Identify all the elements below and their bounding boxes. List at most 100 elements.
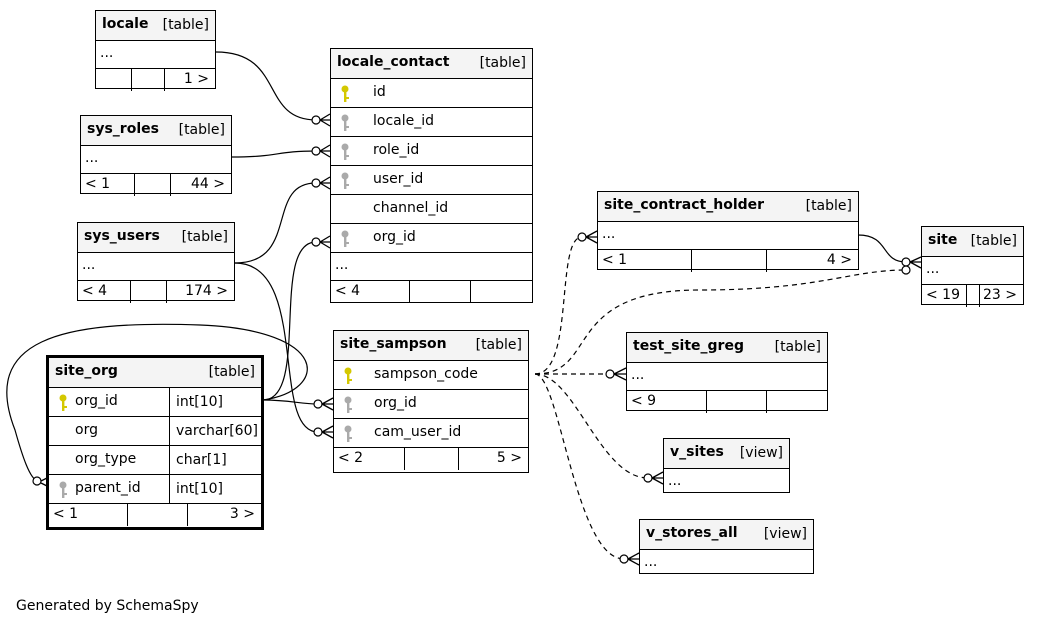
crow-foot	[319, 144, 331, 158]
crow-foot	[319, 235, 331, 249]
crow-foot-marker	[313, 427, 323, 437]
foreign-key-icon	[342, 425, 354, 447]
child-count: 5 >	[496, 450, 522, 466]
crow-foot-marker	[619, 554, 629, 564]
table-name: site	[928, 232, 958, 248]
table-name: site_sampson	[340, 336, 447, 352]
view-v-sites[interactable]: v_sites [view] ...	[663, 438, 790, 493]
child-count: 23 >	[983, 287, 1017, 303]
column-type: int[10]	[169, 475, 223, 503]
primary-key-icon	[57, 394, 69, 416]
ellipsis: ...	[668, 473, 682, 489]
table-locale[interactable]: locale[table] ... 1 >	[95, 10, 216, 91]
ellipsis: ...	[602, 226, 616, 242]
table-name: locale_contact	[337, 54, 450, 70]
view-v-stores-all[interactable]: v_stores_all[view] ...	[639, 519, 814, 574]
ellipsis: ...	[82, 257, 96, 273]
crow-foot	[321, 397, 334, 411]
ellipsis: ...	[926, 261, 940, 277]
foreign-key-icon	[57, 481, 69, 503]
crow-foot	[319, 113, 331, 127]
column-row-org-type[interactable]: org_type char[1]	[49, 446, 261, 475]
crow-foot-marker	[901, 257, 911, 267]
column-name: id	[373, 84, 386, 100]
column-name: org_type	[75, 451, 137, 467]
column-row-locale-id[interactable]: locale_id	[331, 108, 532, 137]
crow-foot-marker	[311, 237, 321, 247]
foreign-key-icon	[339, 172, 351, 194]
table-footer: < 4 174 >	[78, 281, 234, 303]
ellipsis: ...	[335, 257, 349, 273]
child-count: 3 >	[229, 506, 255, 522]
generated-by-note: Generated by SchemaSpy	[16, 598, 199, 614]
table-test-site-greg[interactable]: test_site_greg[table] ... < 9	[626, 332, 828, 413]
table-name: site_org	[55, 363, 118, 379]
table-site-contract-holder[interactable]: site_contract_holder[table] ... < 1 4 >	[597, 191, 859, 272]
table-locale-contact[interactable]: locale_contact [table] id locale_id role_…	[330, 48, 533, 303]
table-site-sampson[interactable]: site_sampson[table] sampson_code org_id …	[333, 330, 529, 473]
table-footer: < 4	[331, 281, 532, 303]
column-row-sampson-code[interactable]: sampson_code	[334, 361, 528, 390]
ellipsis: ...	[100, 45, 114, 61]
table-type: [table]	[479, 55, 526, 71]
child-count: 44 >	[191, 176, 225, 192]
crow-foot-marker	[577, 232, 587, 242]
column-name: role_id	[373, 142, 420, 158]
ellipsis: ...	[644, 554, 658, 570]
edge-site-org-to-locale-contact-org	[262, 241, 317, 401]
table-type: [table]	[208, 364, 255, 380]
crow-foot	[627, 552, 640, 566]
column-name: org_id	[75, 393, 118, 409]
crow-foot-marker	[313, 399, 323, 409]
column-row-cam-user-id[interactable]: cam_user_id	[334, 419, 528, 448]
column-name: cam_user_id	[374, 424, 462, 440]
table-footer: < 1 3 >	[49, 504, 261, 526]
edge-site-sampson-to-site-contract-holder	[534, 236, 583, 375]
column-row-org-id[interactable]: org_id	[331, 224, 532, 253]
foreign-key-icon	[339, 230, 351, 252]
table-sys-roles[interactable]: sys_roles[table] ... < 1 44 >	[80, 115, 232, 196]
foreign-key-icon	[339, 114, 351, 136]
crow-foot-marker	[311, 146, 321, 156]
child-count: 1 >	[183, 71, 209, 87]
column-row-parent-id[interactable]: parent_id int[10]	[49, 475, 261, 504]
column-name: user_id	[373, 171, 424, 187]
parent-count: < 1	[85, 176, 111, 192]
view-type: [view]	[739, 445, 783, 461]
table-name: site_contract_holder	[604, 197, 765, 213]
column-row-org-id[interactable]: org_id	[334, 390, 528, 419]
primary-key-icon	[342, 367, 354, 389]
edge-sys-users-to-site-sampson	[234, 262, 319, 433]
table-type: [table]	[178, 122, 225, 138]
table-name: sys_users	[84, 228, 160, 244]
column-row-user-id[interactable]: user_id	[331, 166, 532, 195]
edge-locale-to-locale-contact	[215, 51, 317, 121]
column-row-role-id[interactable]: role_id	[331, 137, 532, 166]
column-name: parent_id	[75, 480, 141, 496]
table-type: [table]	[475, 337, 522, 353]
parent-count: < 1	[602, 252, 628, 268]
parent-count: < 4	[335, 283, 361, 299]
column-type: varchar[60]	[169, 417, 258, 445]
table-footer: < 1 44 >	[81, 174, 231, 196]
edge-site-sampson-to-v-stores-all	[534, 373, 625, 560]
parent-count: < 2	[338, 450, 364, 466]
column-row-channel-id[interactable]: channel_id	[331, 195, 532, 224]
table-footer: < 19 23 >	[922, 285, 1023, 307]
crow-foot-marker	[311, 178, 321, 188]
edge-sys-roles-to-locale-contact	[231, 150, 317, 158]
primary-key-icon	[339, 85, 351, 107]
foreign-key-icon	[339, 143, 351, 165]
parent-count: < 19	[926, 287, 960, 303]
view-type: [view]	[763, 526, 807, 542]
table-site[interactable]: site[table] ... < 19 23 >	[921, 226, 1024, 307]
table-sys-users[interactable]: sys_users[table] ... < 4 174 >	[77, 222, 235, 303]
column-type: char[1]	[169, 446, 227, 474]
crow-foot	[585, 230, 598, 244]
column-row-id[interactable]: id	[331, 79, 532, 108]
view-name: v_sites	[670, 444, 724, 460]
